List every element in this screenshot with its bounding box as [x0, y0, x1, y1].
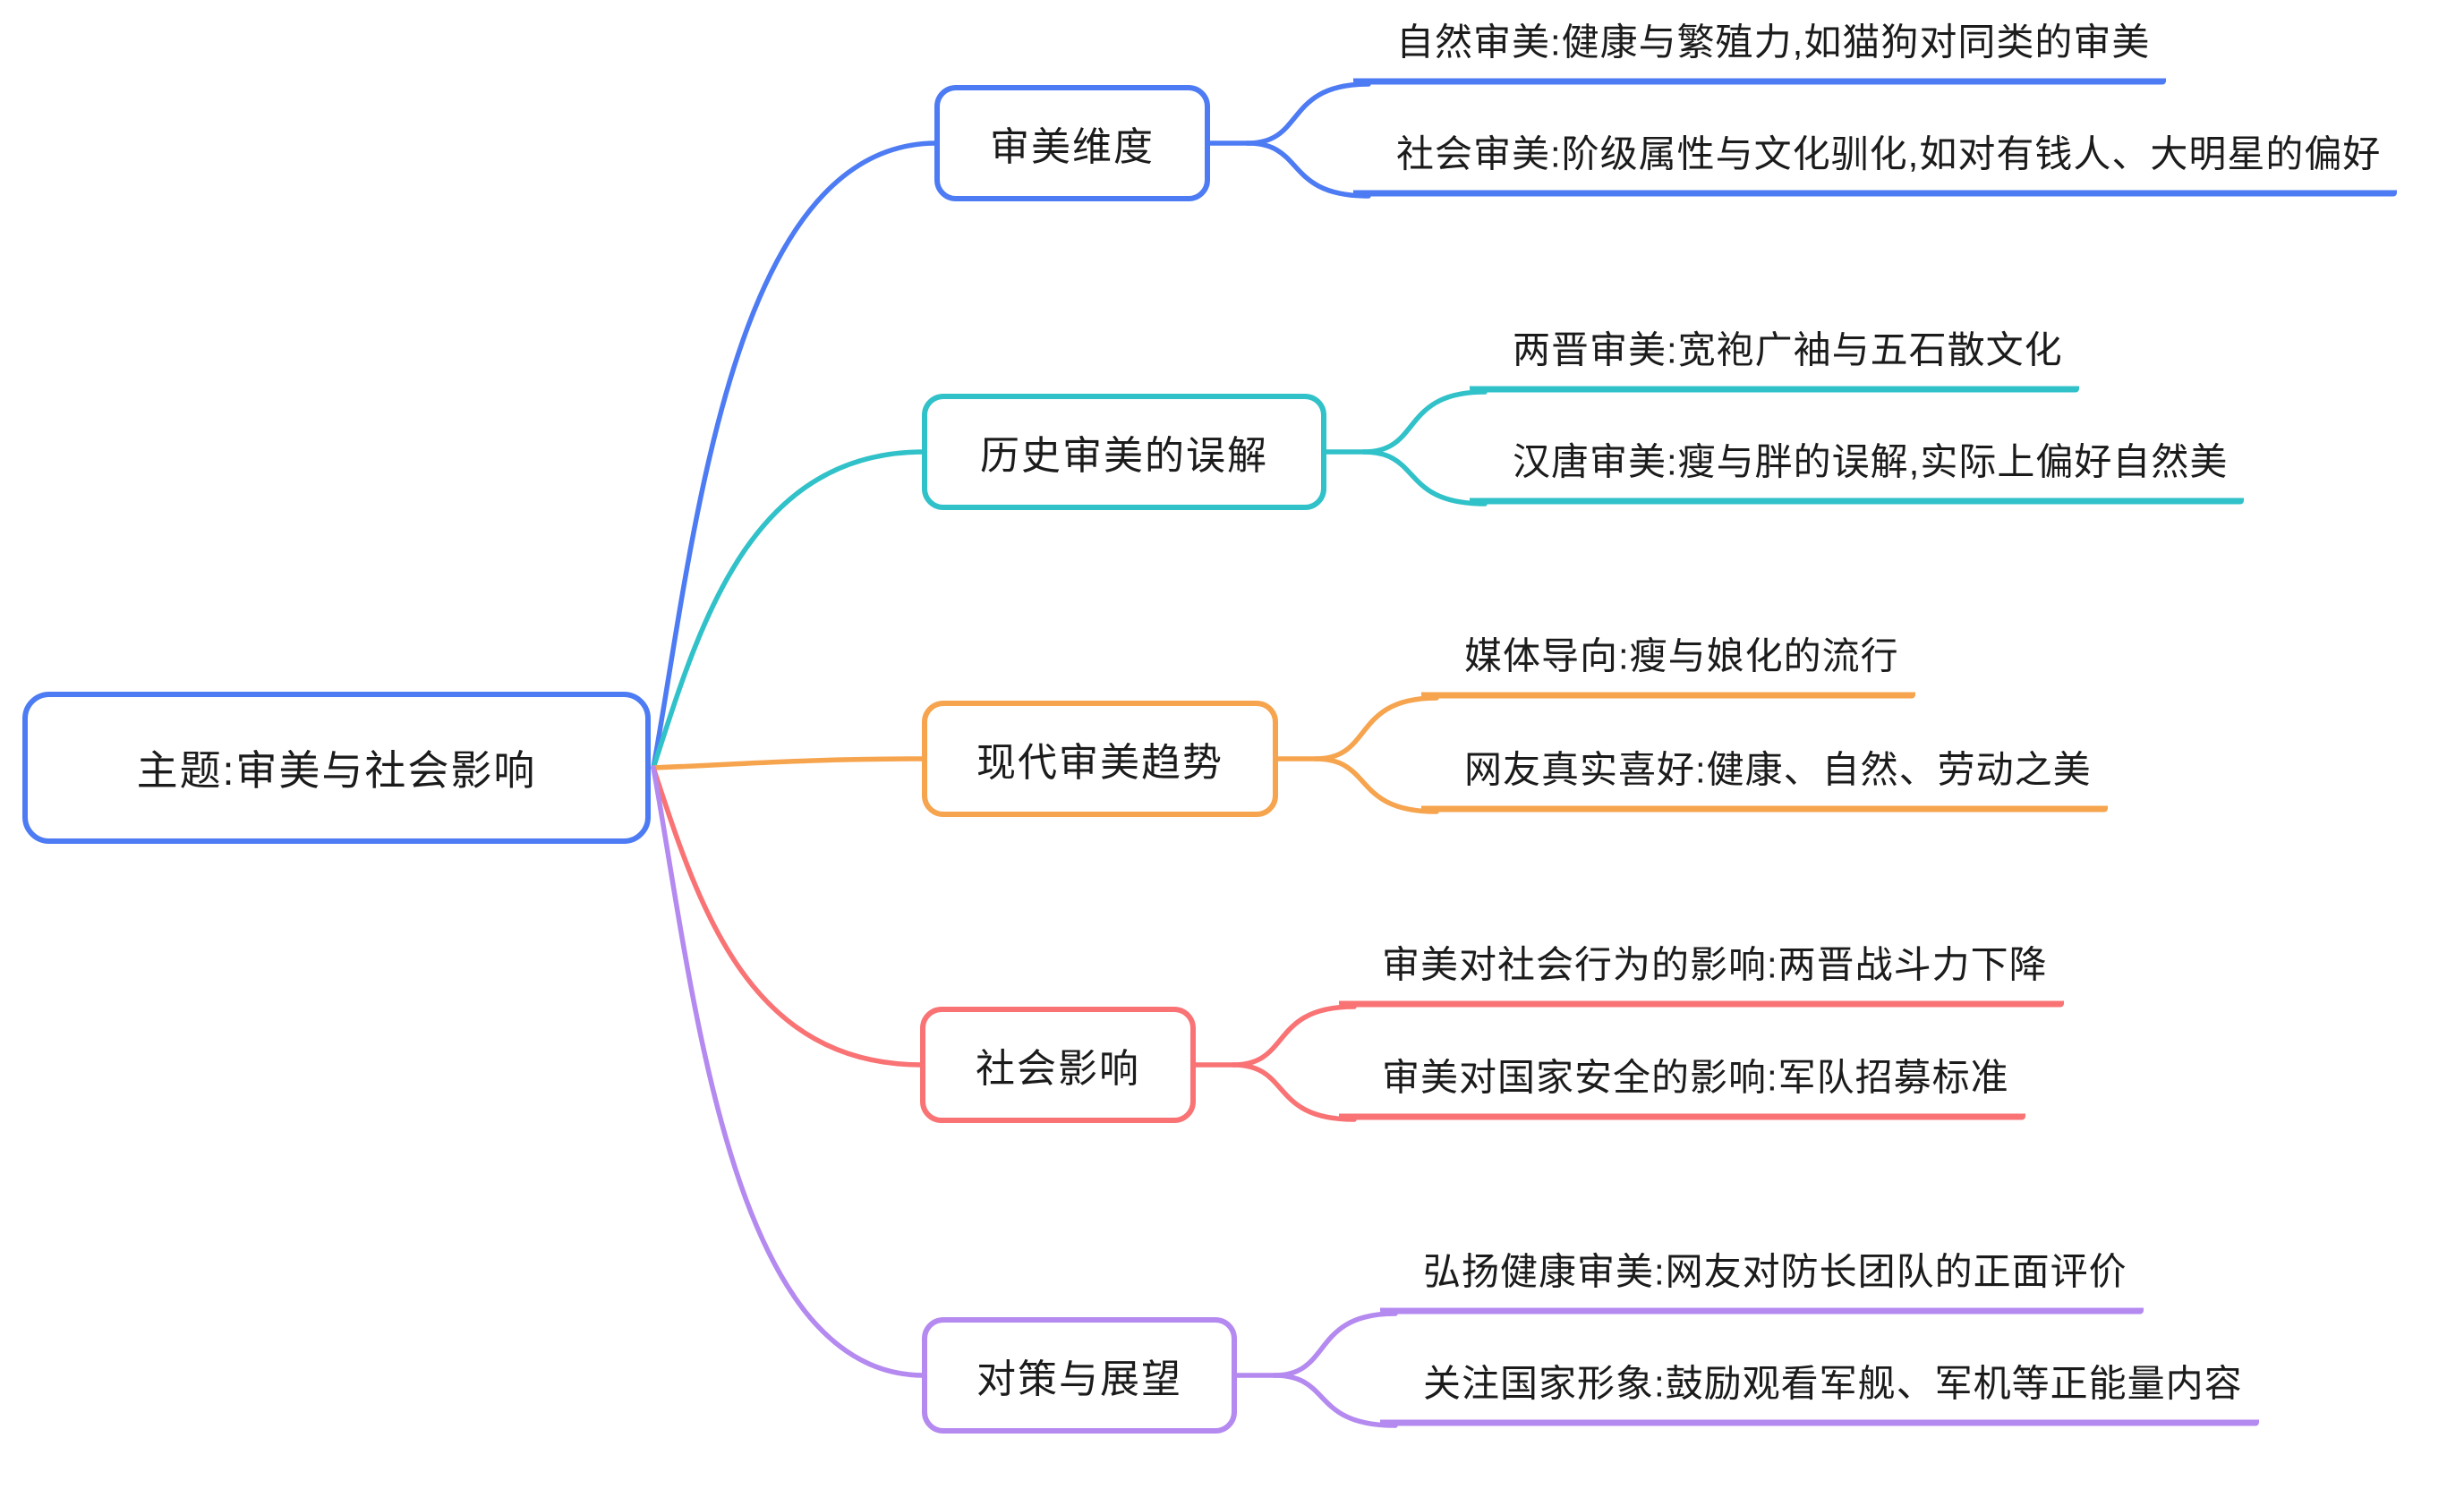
branch-node-social-impact[interactable]: 社会影响 [920, 1007, 1196, 1123]
branch-node-label: 对策与展望 [976, 1357, 1182, 1401]
connector-root-to-branch-2 [651, 756, 926, 770]
connector-branch-3-child-1 [1231, 1062, 1357, 1122]
root-node[interactable]: 主题:审美与社会影响 [22, 692, 651, 844]
connector-branch-2-child-0 [1313, 695, 1439, 762]
connector-branch-4-child-1 [1272, 1373, 1398, 1428]
child-topic[interactable]: 两晋审美:宽袍广袖与五石散文化 [1470, 328, 2079, 392]
branch-node-countermeasures[interactable]: 对策与展望 [922, 1317, 1237, 1434]
child-topic[interactable]: 弘扬健康审美:网友对防长团队的正面评价 [1380, 1249, 2144, 1314]
connector-branch-4-child-0 [1272, 1311, 1398, 1378]
connector-root-to-branch-4 [651, 765, 926, 1378]
branch-node-label: 审美维度 [990, 125, 1155, 169]
branch-node-aesthetic-dimensions[interactable]: 审美维度 [934, 85, 1210, 201]
child-topic[interactable]: 审美对社会行为的影响:两晋战斗力下降 [1339, 942, 2064, 1007]
root-node-label: 主题:审美与社会影响 [136, 747, 537, 794]
child-topic[interactable]: 社会审美:阶级属性与文化驯化,如对有钱人、大明星的偏好 [1353, 132, 2398, 196]
connector-branch-1-child-1 [1361, 449, 1488, 506]
connector-root-to-branch-0 [651, 140, 939, 770]
branch-node-label: 历史审美的误解 [980, 434, 1268, 478]
branch-node-modern-trends[interactable]: 现代审美趋势 [922, 701, 1278, 817]
connector-branch-3-child-0 [1231, 1004, 1357, 1068]
branch-node-label: 现代审美趋势 [976, 741, 1223, 785]
child-topic[interactable]: 媒体导向:瘦与娘化的流行 [1421, 634, 1915, 698]
child-topic[interactable]: 关注国家形象:鼓励观看军舰、军机等正能量内容 [1380, 1361, 2259, 1425]
connector-branch-1-child-0 [1361, 389, 1488, 455]
child-topic[interactable]: 自然审美:健康与繁殖力,如猫狗对同类的审美 [1353, 20, 2167, 84]
child-topic[interactable]: 汉唐审美:瘦与胖的误解,实际上偏好自然美 [1470, 439, 2245, 504]
child-topic[interactable]: 审美对国家安全的影响:军队招募标准 [1339, 1055, 2025, 1119]
connector-branch-2-child-1 [1313, 756, 1439, 814]
branch-node-historical-misunderstanding[interactable]: 历史审美的误解 [922, 394, 1326, 510]
connector-branch-0-child-0 [1245, 81, 1371, 146]
child-topic[interactable]: 网友真实喜好:健康、自然、劳动之美 [1421, 747, 2108, 812]
connector-root-to-branch-3 [651, 765, 925, 1068]
connector-branch-0-child-1 [1245, 140, 1371, 199]
branch-node-label: 社会影响 [976, 1047, 1140, 1091]
connector-root-to-branch-1 [651, 449, 926, 770]
